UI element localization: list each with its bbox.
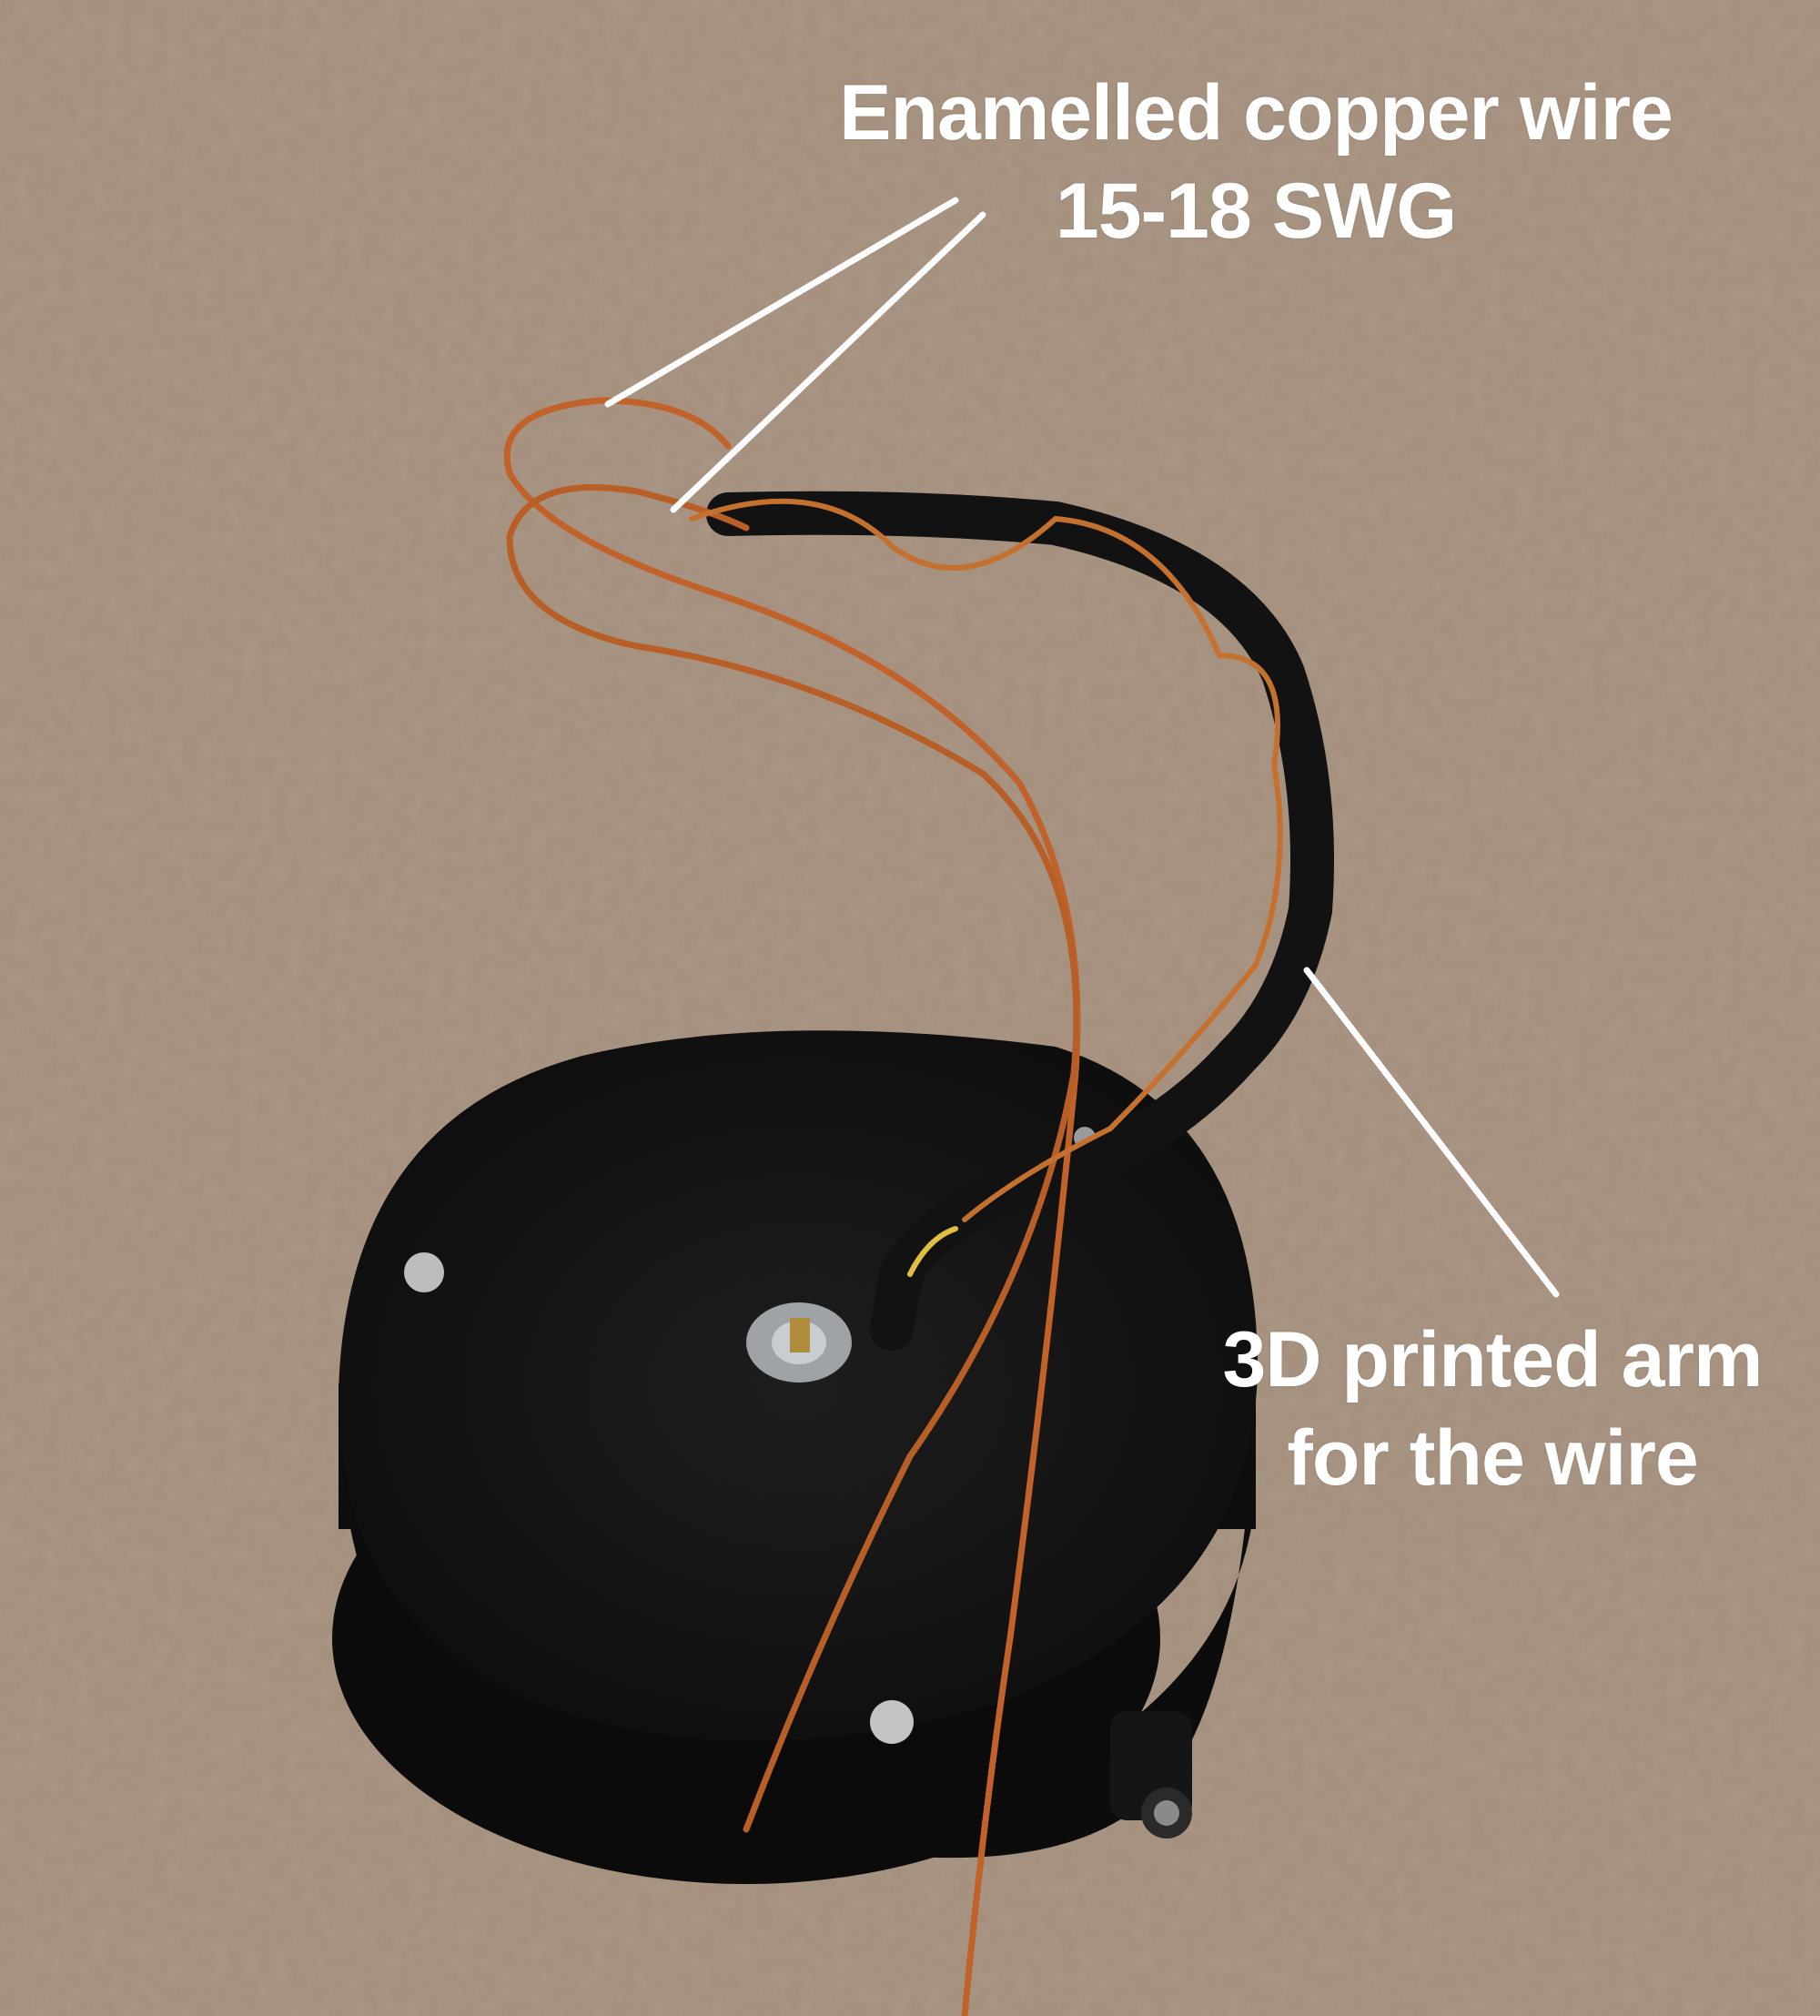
leader-wire-2 xyxy=(670,211,986,513)
arm-annotation-line2: for the wire xyxy=(1287,1414,1699,1502)
arm-annotation: 3D printed arm for the wire xyxy=(1183,1311,1802,1507)
annotation-leaders xyxy=(604,197,1560,1298)
wire-annotation: Enamelled copper wire 15-18 SWG xyxy=(783,64,1729,260)
arm-annotation-line1: 3D printed arm xyxy=(1222,1316,1764,1403)
leader-wire-1 xyxy=(604,197,959,408)
audio-jack xyxy=(1110,1711,1192,1839)
3d-printed-base xyxy=(332,1030,1258,1884)
copper-wire xyxy=(503,397,1283,2016)
leader-arm xyxy=(1303,967,1560,1298)
wire-annotation-line2: 15-18 SWG xyxy=(1055,167,1457,255)
screw-left xyxy=(404,1252,444,1292)
screw-bottom xyxy=(870,1700,914,1744)
3d-printed-arm xyxy=(706,491,1334,1351)
wire-annotation-line1: Enamelled copper wire xyxy=(839,69,1673,157)
